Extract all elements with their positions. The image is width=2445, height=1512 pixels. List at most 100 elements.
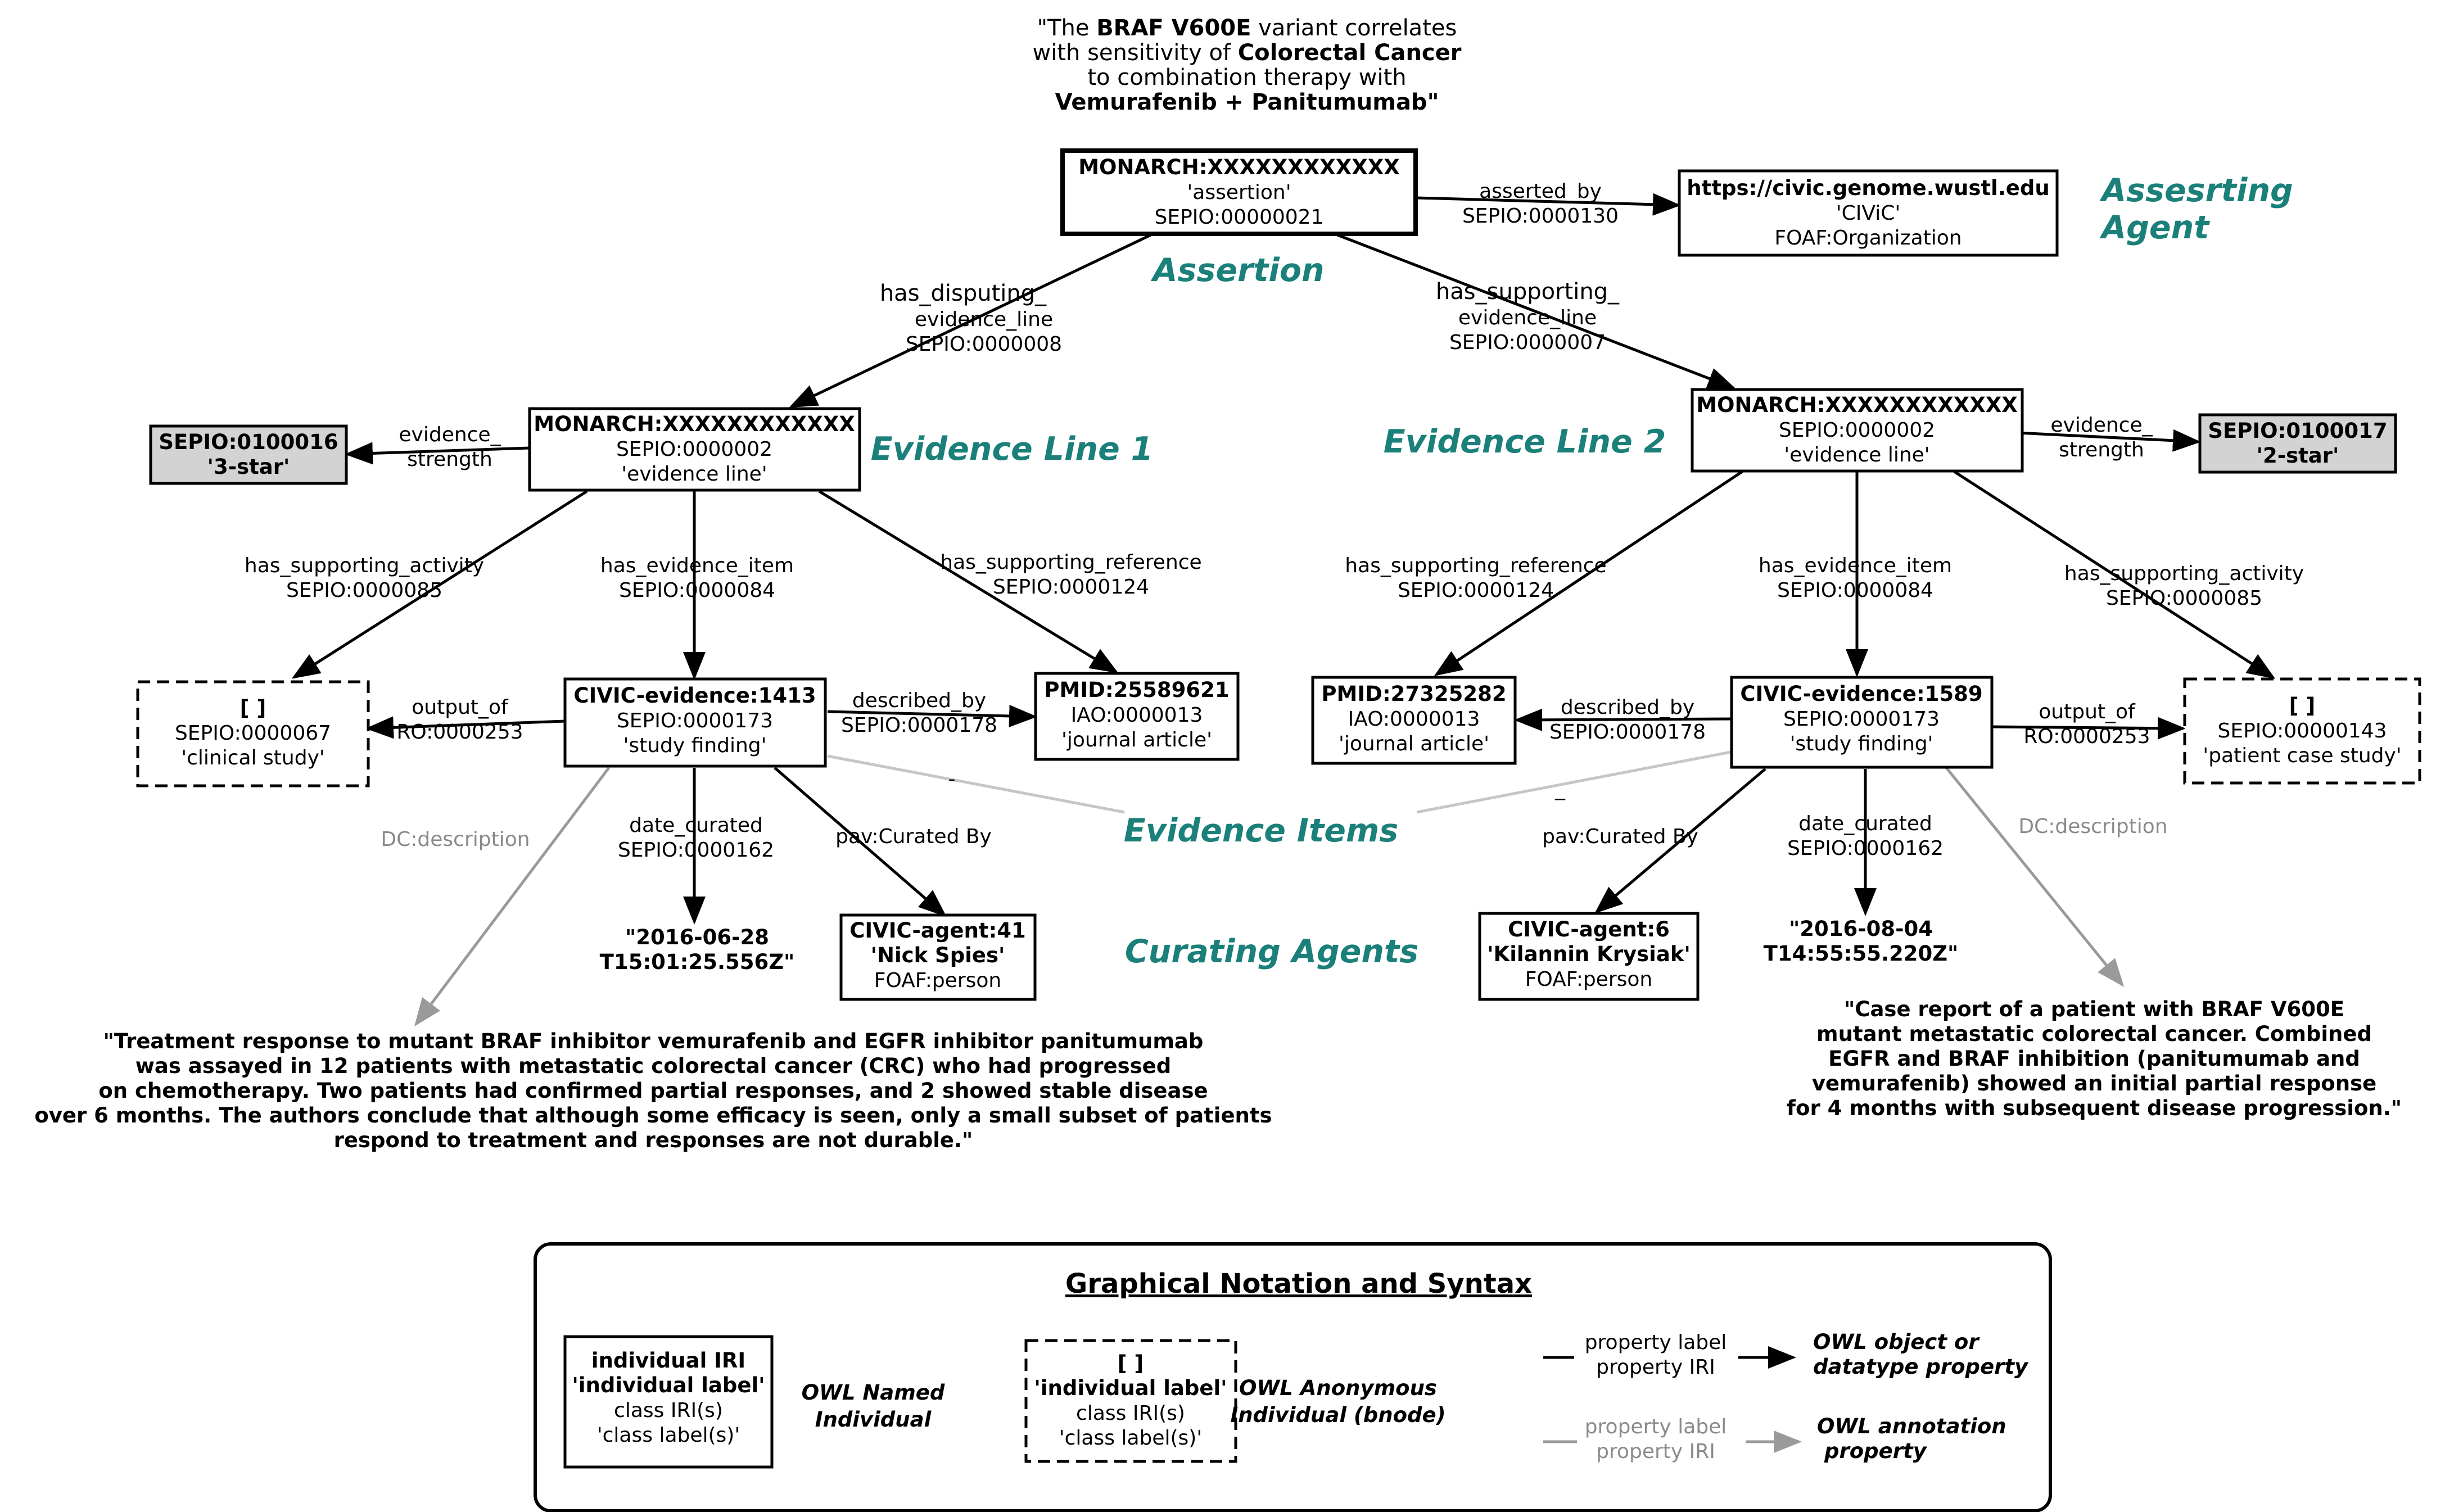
edge-described1 [827,704,1037,727]
node-agent-id: https://civic.genome.wustl.edu [1687,176,2049,200]
node-civic-agent-6: CIVIC-agent:6 'Kilannin Krysiak' FOAF:pe… [1478,912,1700,1001]
edge-output1 [365,716,566,739]
node-assertion: MONARCH:XXXXXXXXXXXX 'assertion' SEPIO:0… [1060,148,1418,236]
section-evidence-line-2: Evidence Line 2 [1384,423,1666,460]
legend-annot-label: property label [1585,1415,1727,1438]
node-assertion-line: 'assertion' [1187,181,1291,204]
label-el2-item: has_evidence_item [1759,554,1952,577]
edge-el2-ref [1434,470,1743,676]
legend-named-desc: OWL Named [802,1380,945,1405]
node-el2-id: MONARCH:XXXXXXXXXXXX [1696,393,2018,417]
label-strength2: evidence_ [2050,414,2153,437]
label-asserted-by: asserted_by [1479,180,1602,203]
node-pmid2-box [1311,676,1517,765]
node-assertion-line: SEPIO:00000021 [1155,206,1324,229]
node-agent41-line: 'Nick Spies' [871,943,1005,967]
label-output2: output_of [2039,700,2136,723]
legend-named-desc: Individual [815,1407,932,1432]
date-literals: "2016-06-28 T15:01:25.556Z" "2016-08-04 … [600,917,1959,974]
label-el2-ref: has_supporting_reference [1345,554,1606,577]
node-activity1-line: SEPIO:0000067 [175,722,331,745]
node-pmid1-line: 'journal article' [1061,728,1212,752]
date-2-line: T14:55:55.220Z" [1764,941,1959,966]
title-quote-run: Colorectal Cancer [1238,40,1462,66]
label-disputing-iri: SEPIO:0000008 [906,333,1062,356]
edge-strength1 [345,442,530,465]
section-assertion: Assertion [1150,252,1324,289]
node-agent6-id: CIVIC-agent:6 [1508,917,1670,941]
edge-curated1 [774,767,947,917]
node-pmid2-id: PMID:27325282 [1321,682,1506,706]
legend: Graphical Notation and Syntax individual… [534,1242,2052,1512]
label-strength2: strength [2059,438,2144,461]
section-curating-agents: Curating Agents [1125,933,1418,970]
legend-anon-line: 'class label(s)' [1059,1427,1203,1450]
edge-desc2 [1945,767,2125,987]
edge-evidence-items-left [827,754,1125,814]
node-agent6-box [1478,912,1700,1001]
node-assertion-id: MONARCH:XXXXXXXXXXXX [1078,155,1400,179]
label-curated2: pav:Curated By [1542,825,1698,848]
label-el1-ref-iri: SEPIO:0000124 [993,576,1149,599]
node-pmid1-line: IAO:0000013 [1071,704,1203,727]
node-star3-id: SEPIO:0100016 [159,430,338,454]
edge-asserted-by [1416,193,1681,216]
label-el1-activity-iri: SEPIO:0000085 [286,579,442,602]
edge-el1-ref [818,490,1119,673]
node-ev1413-line: 'study finding' [623,734,766,757]
description-left-line: respond to treatment and responses are n… [334,1128,973,1152]
label-output2-iri: RO:0000253 [2023,725,2150,748]
node-2-star: SEPIO:0100017 '2-star' [2198,413,2397,474]
label-disputing: has_disputing_ [880,280,1047,306]
node-ev1413-box [563,677,827,768]
edges [291,193,2276,1026]
edge-el1-activity [291,490,588,679]
node-el1-id: MONARCH:XXXXXXXXXXXX [534,412,855,436]
label-supporting: evidence_line [1458,306,1597,329]
node-agent-line: FOAF:Organization [1774,227,1962,250]
title-quote-run: "The [1037,15,1097,41]
node-ev1589-line: SEPIO:0000173 [1783,708,1940,731]
description-right-line: "Case report of a patient with BRAF V600… [1844,997,2344,1021]
title-quote-run: variant correlates [1251,15,1457,41]
node-activity1-line: 'clinical study' [181,746,325,769]
label-date1: date_curated [629,814,763,837]
node-civic-agent-41: CIVIC-agent:41 'Nick Spies' FOAF:person [839,913,1037,1001]
label-described2: described_by [1561,696,1694,719]
title-quote-run: BRAF V600E [1096,15,1251,41]
edge-labels: asserted_by SEPIO:0000130 has_disputing_… [245,180,2304,862]
description-left: "Treatment response to mutant BRAF inhib… [34,1029,1272,1152]
node-el2-line: 'evidence line' [1784,443,1929,467]
legend-annot-desc: OWL annotation [1817,1414,2006,1438]
node-el1-line: SEPIO:0000002 [616,438,772,461]
section-evidence-line-1: Evidence Line 1 [871,431,1154,468]
node-3-star: SEPIO:0100016 '3-star' [149,424,348,485]
legend-prop-iri: property IRI [1596,1356,1715,1379]
edge-curated2 [1594,768,1766,914]
label-date1-iri: SEPIO:0000162 [618,839,774,862]
edge-evidence-items-right [1416,750,1731,814]
description-left-line: "Treatment response to mutant BRAF inhib… [103,1029,1204,1053]
label-el1-item: has_evidence_item [600,554,794,577]
legend-annot-desc: property [1824,1439,1928,1463]
date-1-line: "2016-06-28 [625,925,769,949]
label-el2-activity: has_supporting_activity [2064,562,2304,585]
label-desc2: DC:description [2018,815,2167,838]
edge-desc1 [414,767,610,1026]
section-asserting-agent-line1: Assesrting [2099,172,2293,209]
legend-named-line: class IRI(s) [614,1399,723,1422]
description-left-line: on chemotherapy. Two patients had confir… [98,1079,1208,1103]
label-strength1: evidence_ [399,423,501,446]
node-el1-line: 'evidence line' [621,463,767,486]
node-civic-evidence-1413: CIVIC-evidence:1413 SEPIO:0000173 'study… [563,677,827,768]
node-agent6-line: 'Kilannin Krysiak' [1487,942,1691,966]
description-right-line: mutant metastatic colorectal cancer. Com… [1816,1022,2372,1046]
node-star3-box [149,424,348,485]
label-dash2: _ [1554,777,1566,800]
legend-anon-box [1024,1339,1237,1463]
legend-anon-desc: Individual (bnode) [1230,1403,1445,1427]
node-pmid1-box [1034,672,1240,761]
date-2-line: "2016-08-04 [1789,917,1933,941]
title-quote-run: Vemurafenib + Panitumumab" [1055,89,1439,115]
legend-title: Graphical Notation and Syntax [1065,1268,1532,1300]
